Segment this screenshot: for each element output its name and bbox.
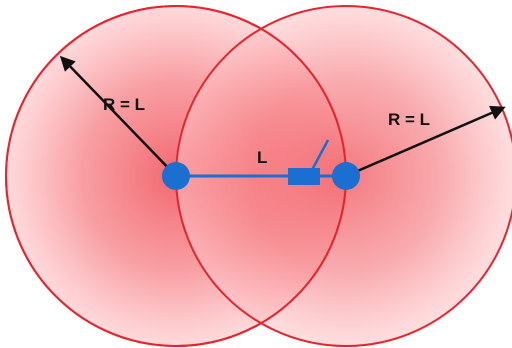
left-radius-label: R = L <box>103 95 145 114</box>
right-radius-arrow <box>345 105 506 178</box>
left-node <box>162 162 190 190</box>
right-node <box>332 162 360 190</box>
distance-label: L <box>257 148 267 167</box>
device-icon <box>288 168 320 185</box>
right-radius-label: R = L <box>388 110 430 129</box>
left-radius-arrow <box>59 55 177 177</box>
device-antenna <box>310 139 330 171</box>
